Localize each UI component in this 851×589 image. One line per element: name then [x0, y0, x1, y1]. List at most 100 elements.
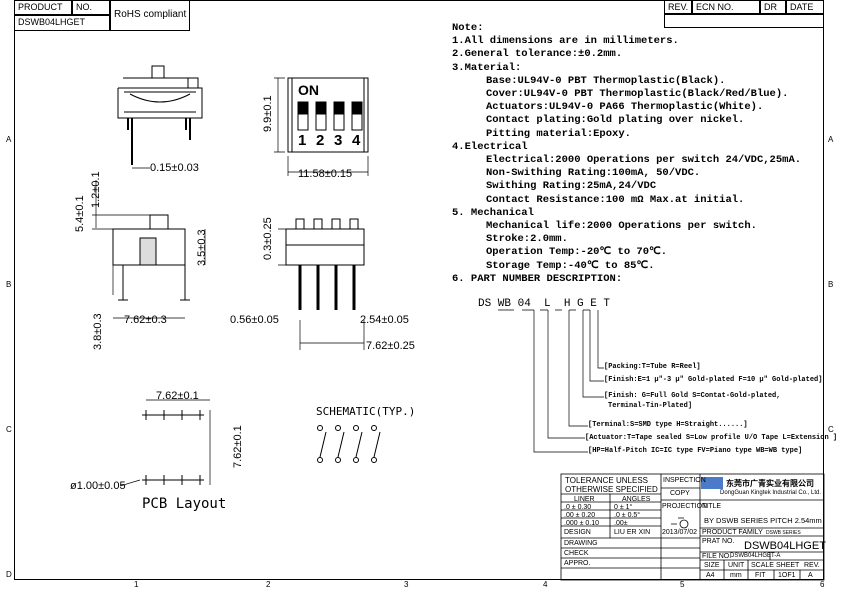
- product-label: PRODUCT: [14, 0, 72, 15]
- note-line: Cover:UL94V-0 PBT Thermoplastic(Black/Re…: [486, 88, 789, 101]
- col-label-2: 2: [266, 580, 271, 589]
- dim-row-span: 7.62±0.25: [366, 340, 415, 352]
- col-label-4: 4: [543, 580, 548, 589]
- tol-row-3-linear: .000 ± 0.10: [564, 520, 599, 527]
- rev-value: A: [808, 572, 813, 579]
- company-name-en: DongGuan Kingtek Industrial Co., Ltd.: [720, 490, 822, 496]
- part-number-code: DS WB 04 L H G E T: [478, 298, 611, 310]
- pn-desc-packing: [Packing:T=Tube R=Reel]: [604, 363, 701, 371]
- pn-desc-terminal: [Terminal:S=SMD type H=Straight......]: [588, 421, 748, 429]
- tol-row-2-angle: .0 ± 0.5°: [614, 512, 641, 519]
- dim-body-height: 9.9±0.1: [262, 95, 274, 132]
- pn-desc-type: [HP=Half-Pitch IC=IC type FV=Piano type …: [588, 447, 803, 455]
- dim-pitch: 2.54±0.05: [360, 314, 409, 326]
- no-label: NO.: [72, 0, 110, 15]
- dim-body-3-5: 3.5±0.3: [196, 229, 208, 266]
- tol-row-3-angle: .00±: [614, 520, 628, 527]
- top-view: [274, 77, 369, 176]
- note-line: 1.All dimensions are in millimeters.: [452, 35, 679, 48]
- title-block-lines: [560, 473, 825, 581]
- part-no-value: DSWB04LHGET: [744, 540, 826, 552]
- dim-lead-length: 3.8±0.3: [92, 313, 104, 350]
- angles-label: ANGLES: [622, 496, 651, 503]
- pn-desc-finish-2: Terminal-Tin-Plated]: [608, 402, 693, 410]
- file-no-value: DSWB04LHGET-A: [730, 553, 781, 559]
- note-line: Contact plating:Gold plating over nickel…: [486, 114, 745, 127]
- switch-number-3: 3: [334, 132, 343, 149]
- dr-header: DR: [760, 0, 786, 14]
- notes-lines: 1.All dimensions are in millimeters.2.Ge…: [452, 35, 801, 286]
- scale-value: FIT: [755, 572, 766, 579]
- note-line: 5. Mechanical: [452, 206, 534, 219]
- unit-value: mm: [730, 572, 742, 579]
- part-number-leaders: [498, 309, 604, 453]
- dim-total-height: 5.4±0.1: [74, 195, 86, 232]
- revision-body: [664, 14, 824, 28]
- schematic: [317, 425, 381, 463]
- col-label-5: 5: [680, 580, 685, 589]
- row-label-c-right: C: [828, 425, 834, 434]
- dim-pin-width: 0.56±0.05: [230, 314, 279, 326]
- col-label-6: 6: [820, 580, 825, 589]
- row-label-a-right: A: [828, 135, 834, 144]
- projection-label: PROJECTION: [662, 503, 708, 510]
- date-header: DATE: [786, 0, 824, 14]
- title-label: TITLE: [702, 503, 722, 510]
- tolerance-line-1: TOLERANCE UNLESS: [565, 476, 648, 485]
- note-line: 2.General tolerance:±0.2mm.: [452, 48, 623, 61]
- unit-label: UNIT: [728, 562, 745, 569]
- pn-desc-finish: [Finish: G=Full Gold S=Contat-Gold-plate…: [604, 392, 781, 400]
- note-line: Storage Temp:-40℃ to 85℃.: [486, 259, 655, 272]
- note-line: 3.Material:: [452, 61, 522, 74]
- note-line: 4.Electrical: [452, 140, 528, 153]
- dim-pcb-x: 7.62±0.1: [156, 390, 199, 402]
- col-label-3: 3: [404, 580, 409, 589]
- row-label-b-left: B: [6, 280, 12, 289]
- notes-block: Note: 1.All dimensions are in millimeter…: [452, 22, 801, 286]
- pcb-layout-label: PCB Layout: [142, 496, 227, 512]
- rev-header: REV.: [664, 0, 692, 14]
- part-no-label: PRAT NO.: [702, 538, 735, 545]
- on-label: ON: [298, 82, 319, 98]
- note-line: 6. PART NUMBER DESCRIPTION:: [452, 272, 623, 285]
- ecn-header: ECN NO.: [692, 0, 760, 14]
- size-label: SIZE: [704, 562, 720, 569]
- size-value: A4: [706, 572, 715, 579]
- switch-number-1: 1: [298, 132, 307, 149]
- part-number-header: DSWB04LHGET: [14, 15, 110, 31]
- note-line: Mechanical life:2000 Operations per swit…: [486, 220, 757, 233]
- drawing-title: BY DSWB SERIES PITCH 2.54mm: [704, 516, 822, 525]
- note-line: Base:UL94V-0 PBT Thermoplastic(Black).: [486, 74, 726, 87]
- check-label: CHECK: [564, 550, 589, 557]
- file-no-label: FILE NO.: [702, 553, 732, 560]
- note-line: Actuators:UL94V-0 PA66 Thermoplastic(Whi…: [486, 101, 764, 114]
- note-line: Electrical:2000 Operations per switch 24…: [486, 154, 802, 167]
- row-label-a-left: A: [6, 135, 12, 144]
- dim-pcb-y: 7.62±0.1: [232, 425, 244, 468]
- sheet-value: 1OF1: [778, 572, 796, 579]
- pn-desc-actuator: [Actuator:T=Tape sealed S=Low profile U/…: [585, 434, 838, 442]
- front-view: [278, 218, 365, 350]
- dim-lead-width: 0.15±0.03: [150, 162, 199, 174]
- approval-label: APPRO.: [564, 560, 591, 567]
- scale-label: SCALE: [751, 562, 774, 569]
- inspection-label: INSPECTION: [663, 477, 706, 484]
- pn-desc-finish-plating: [Finish:E=1 μ"-3 μ" Gold-plated F=10 μ" …: [604, 376, 823, 384]
- rev-label: REV.: [804, 562, 820, 569]
- company-name-cn: 东莞市广青实业有限公司: [726, 479, 814, 488]
- dim-body-width: 11.58±0.15: [298, 168, 353, 180]
- company-logo: [701, 477, 723, 489]
- design-date: 2013/07/02: [662, 529, 698, 536]
- side-view-top: [117, 65, 203, 169]
- dim-pin-pitch-side: 7.62±0.3: [124, 314, 167, 326]
- tol-row-2-linear: .00 ± 0.20: [564, 512, 596, 519]
- note-line: Operation Temp:-20℃ to 70℃.: [486, 246, 668, 259]
- note-line: Contact Resistance:100 mΩ Max.at initial…: [486, 193, 745, 206]
- notes-title: Note:: [452, 22, 484, 34]
- drawing-frame: [14, 0, 824, 580]
- dim-actuator-height: 1.2±0.1: [90, 171, 102, 208]
- drawing-label: DRAWING: [564, 540, 598, 547]
- dim-lead-thick: 0.3±0.25: [262, 217, 274, 260]
- row-label-b-right: B: [828, 280, 834, 289]
